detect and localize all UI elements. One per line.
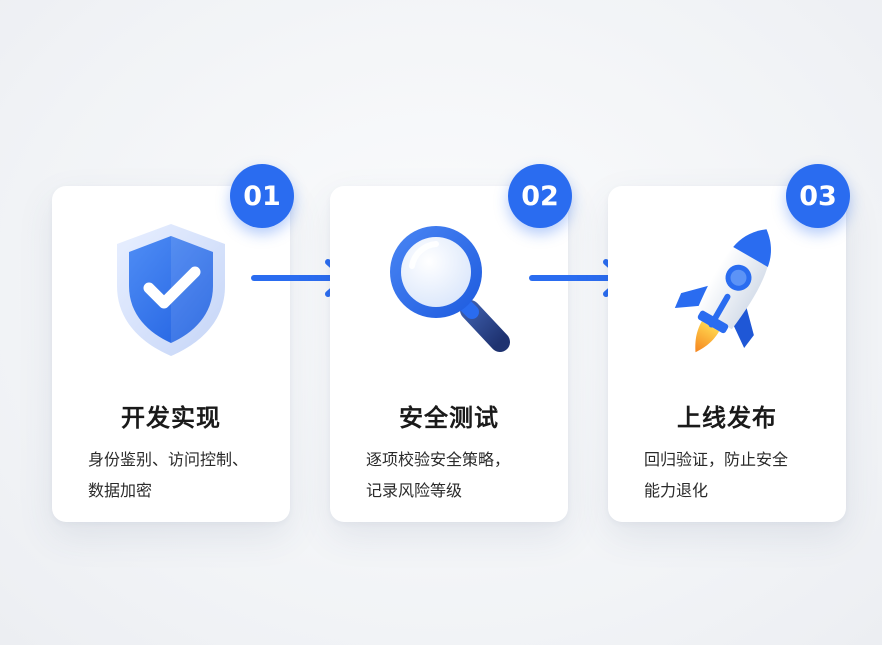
step-card-3: 03 (608, 164, 850, 522)
step-description: 身份鉴别、访问控制、 数据加密 (88, 444, 274, 506)
step-description-line: 数据加密 (88, 481, 153, 500)
step-number-badge: 03 (786, 164, 850, 228)
step-title: 安全测试 (399, 404, 499, 432)
step-title: 上线发布 (677, 404, 777, 432)
step-description-line: 身份鉴别、访问控制、 (88, 450, 249, 469)
magnifier-icon (330, 214, 568, 374)
step-description-line: 能力退化 (644, 481, 709, 500)
step-card-1: 01 开发实现 身份鉴 (52, 164, 294, 522)
step-number-badge: 02 (508, 164, 572, 228)
step-description-line: 记录风险等级 (366, 481, 463, 500)
step-description: 逐项校验安全策略， 记录风险等级 (366, 444, 552, 506)
rocket-icon (608, 214, 846, 374)
step-number-badge: 01 (230, 164, 294, 228)
step-title: 开发实现 (121, 404, 221, 432)
step-card-2: 02 (330, 164, 572, 522)
step-description-line: 逐项校验安全策略， (366, 450, 511, 469)
step-description: 回归验证，防止安全 能力退化 (644, 444, 830, 506)
step-description-line: 回归验证，防止安全 (644, 450, 789, 469)
shield-check-icon (52, 214, 290, 374)
